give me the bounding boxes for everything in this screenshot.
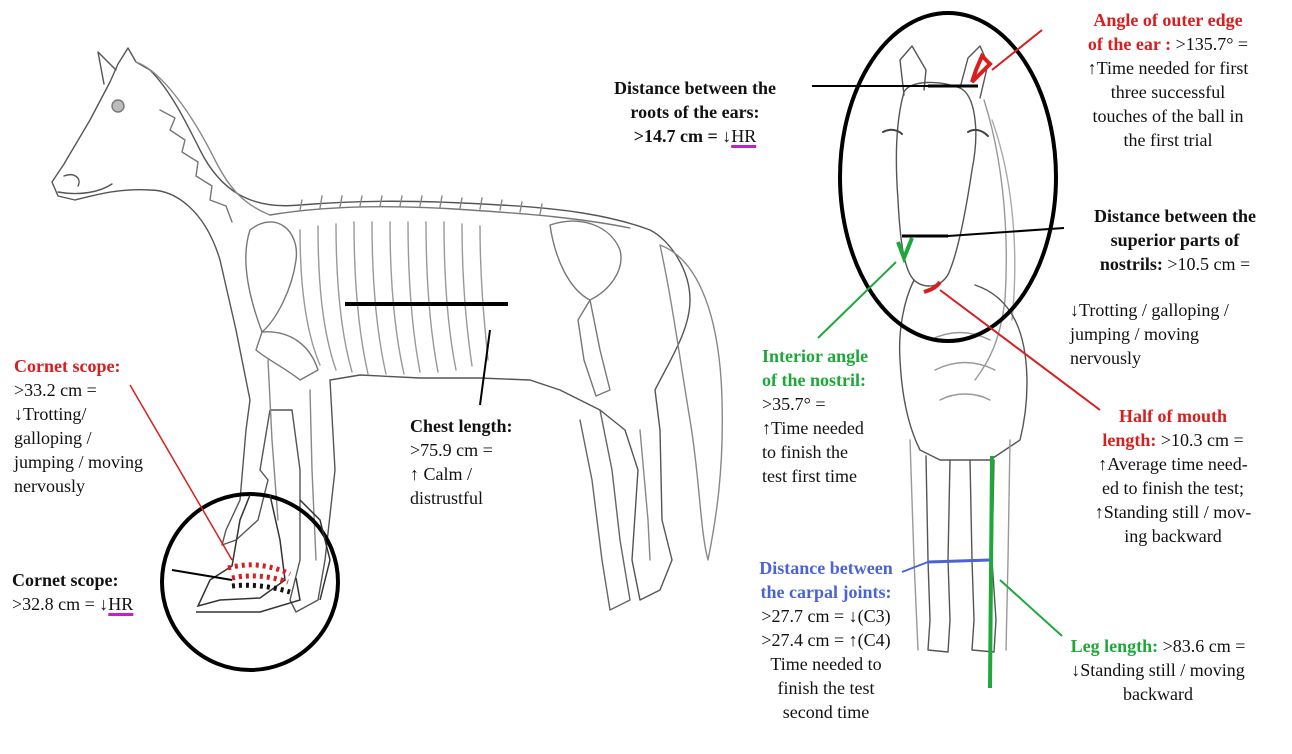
ear-angle-l4: three successful xyxy=(1050,80,1286,104)
carpal-line xyxy=(928,560,990,562)
nostril-angle-value: >35.7° = xyxy=(762,392,868,416)
nostril-angle-title-l1: Interior angle xyxy=(762,344,868,368)
nostril-angle-pointer xyxy=(818,262,896,338)
cornet-red-dotted-2 xyxy=(232,576,288,582)
mouth-label: Half of mouth length: >10.3 cm = ↑Averag… xyxy=(1060,404,1286,548)
ear-angle-label: Angle of outer edge of the ear : >135.7°… xyxy=(1050,8,1286,152)
chest-length-pointer xyxy=(480,330,490,405)
leg-l3: backward xyxy=(1030,682,1286,706)
leg-length-line xyxy=(990,456,992,688)
ear-angle-marker xyxy=(972,56,990,82)
mouth-l5: ↑Standing still / mov- xyxy=(1060,500,1286,524)
nostrils-superior-effects: ↓Trotting / galloping / jumping / moving… xyxy=(1070,298,1229,370)
cornet-black-title: Cornet scope: xyxy=(12,568,133,592)
hoof-detail xyxy=(196,495,330,612)
leg-title: Leg length: xyxy=(1071,636,1159,656)
chest-label: Chest length: >75.9 cm = ↑ Calm / distru… xyxy=(410,414,513,510)
chest-l2: >75.9 cm = xyxy=(410,438,513,462)
nostrils-superior-l5: jumping / moving xyxy=(1070,322,1229,346)
ear-roots-title-l1: Distance between the xyxy=(590,76,800,100)
cornet-red-title: Cornet scope: xyxy=(14,354,143,378)
ear-roots-hr: HR xyxy=(731,126,756,146)
leg-value: >83.6 cm = xyxy=(1163,636,1246,656)
carpal-l4: >27.4 cm = ↑(C4) xyxy=(726,628,926,652)
nostrils-superior-title-l3: nostrils: xyxy=(1100,254,1163,274)
ear-roots-value: >14.7 cm = ↓ xyxy=(634,126,732,146)
nostril-angle-l4: to finish the xyxy=(762,440,868,464)
cornet-red-l2: >33.2 cm = xyxy=(14,378,143,402)
ear-angle-title-l2: of the ear : xyxy=(1088,34,1171,54)
chest-title: Chest length: xyxy=(410,414,513,438)
cornet-black-dotted xyxy=(232,585,290,592)
ear-angle-l6: the first trial xyxy=(1050,128,1286,152)
mouth-marker xyxy=(924,282,940,292)
carpal-title-l2: the carpal joints: xyxy=(726,580,926,604)
nostrils-superior-l4: ↓Trotting / galloping / xyxy=(1070,298,1229,322)
nostril-angle-l5: test first time xyxy=(762,464,868,488)
nostrils-superior-title-l2: superior parts of xyxy=(1062,228,1288,252)
nostrils-superior-title-l1: Distance between the xyxy=(1062,204,1288,228)
cornet-black-hr: HR xyxy=(108,594,133,614)
chest-l3: ↑ Calm / xyxy=(410,462,513,486)
cornet-black-label: Cornet scope: >32.8 cm = ↓HR xyxy=(12,568,133,616)
ear-roots-label: Distance between the roots of the ears: … xyxy=(590,76,800,148)
leg-label: Leg length: >83.6 cm = ↓Standing still /… xyxy=(1030,634,1286,706)
carpal-title-l1: Distance between xyxy=(726,556,926,580)
ear-angle-value: >135.7° = xyxy=(1176,34,1249,54)
nostrils-superior-label: Distance between the superior parts of n… xyxy=(1062,204,1288,276)
mouth-l3: ↑Average time need- xyxy=(1060,452,1286,476)
leg-length-pointer xyxy=(1000,580,1062,636)
nostril-angle-marker xyxy=(898,238,912,258)
nostrils-superior-l6: nervously xyxy=(1070,346,1229,370)
mouth-l6: ing backward xyxy=(1060,524,1286,548)
mouth-title-l1: Half of mouth xyxy=(1060,404,1286,428)
cornet-red-l3: ↓Trotting/ xyxy=(14,402,143,426)
nostril-angle-title-l2: of the nostril: xyxy=(762,368,868,392)
cornet-red-l5: jumping / moving xyxy=(14,450,143,474)
ear-roots-title-l2: roots of the ears: xyxy=(590,100,800,124)
cornet-red-pointer xyxy=(130,385,232,560)
front-head-circle xyxy=(840,13,1056,341)
carpal-l6: finish the test xyxy=(726,676,926,700)
carpal-l5: Time needed to xyxy=(726,652,926,676)
carpal-l7: second time xyxy=(726,700,926,724)
mouth-l4: ed to finish the test; xyxy=(1060,476,1286,500)
ear-angle-pointer xyxy=(992,30,1042,70)
nostrils-superior-value: >10.5 cm = xyxy=(1167,254,1250,274)
mouth-value: >10.3 cm = xyxy=(1161,430,1244,450)
cornet-red-label: Cornet scope: >33.2 cm = ↓Trotting/ gall… xyxy=(14,354,143,498)
cornet-red-dotted xyxy=(228,565,290,574)
hoof-zoom-circle xyxy=(162,494,338,670)
nostril-angle-label: Interior angle of the nostril: >35.7° = … xyxy=(762,344,868,488)
carpal-label: Distance between the carpal joints: >27.… xyxy=(726,556,926,724)
cornet-red-l4: galloping / xyxy=(14,426,143,450)
carpal-l3: >27.7 cm = ↓(C3) xyxy=(726,604,926,628)
cornet-red-l6: nervously xyxy=(14,474,143,498)
nostril-angle-l3: ↑Time needed xyxy=(762,416,868,440)
cornet-black-value: >32.8 cm = ↓ xyxy=(12,594,108,614)
ear-angle-l5: touches of the ball in xyxy=(1050,104,1286,128)
mouth-title-l2: length: xyxy=(1102,430,1156,450)
leg-l2: ↓Standing still / moving xyxy=(1030,658,1286,682)
ear-angle-title-l1: Angle of outer edge xyxy=(1093,10,1242,30)
chest-l4: distrustful xyxy=(410,486,513,510)
ear-angle-l3: ↑Time needed for first xyxy=(1050,56,1286,80)
